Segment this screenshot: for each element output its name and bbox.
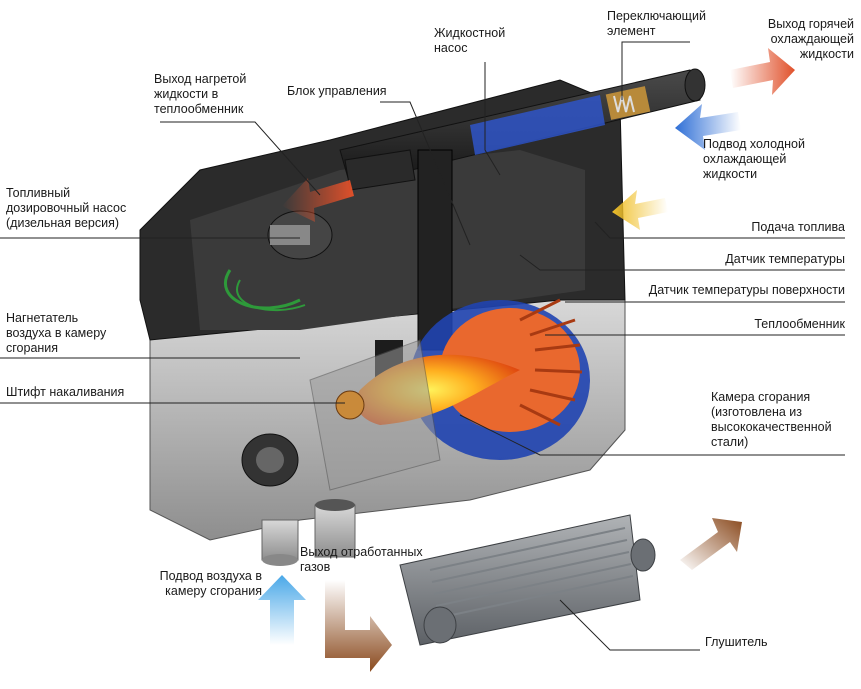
combustion-chamber-wall (309, 339, 441, 491)
leader-temp-sensor (519, 254, 845, 271)
label-heat-exchanger: Теплообменник (754, 317, 845, 331)
leader-fuel-supply (594, 221, 845, 239)
leader-switch-element (621, 41, 690, 100)
label-hot-coolant-out: Выход горячей охлаждающей жидкости (767, 17, 854, 61)
leader-combustion-chamber (459, 414, 845, 456)
leader-heated-liquid (160, 121, 321, 196)
leader-liquid-pump (484, 62, 501, 176)
label-air-in: Подвод воздуха в камеру сгорания (159, 569, 262, 598)
flow-arrows (258, 48, 795, 672)
label-muffler: Глушитель (705, 635, 768, 649)
hot-coolant-out-arrow (730, 48, 795, 95)
label-control-unit: Блок управления (287, 84, 387, 98)
heat-exchanger-fins (519, 298, 583, 427)
exhaust-outlet-pipe (314, 504, 356, 558)
cold-coolant-in-arrow (675, 104, 741, 150)
pipe-to-heat-exchanger (344, 149, 416, 191)
leader-control-unit (380, 101, 471, 246)
label-heated-liquid-out: Выход нагретой жидкости в теплообменник (154, 72, 247, 116)
muffler-outlet (630, 538, 656, 572)
muffler-inlet (423, 606, 457, 644)
label-liquid-pump: Жидкостной насос (434, 26, 506, 55)
label-temp-sensor: Датчик температуры (725, 252, 845, 266)
pipe-blue-section (470, 95, 605, 155)
label-combustion-air-blower: Нагнетатель воздуха в камеру сгорания (6, 311, 107, 355)
glow-pin-part (335, 390, 365, 420)
label-exhaust-out: Выход отработанных газов (300, 545, 423, 574)
label-fuel-dosing-pump: Топливный дозировочный насос (дизельная … (6, 186, 127, 230)
bottom-pipes (261, 499, 356, 566)
air-in-arrow (258, 575, 306, 645)
air-inlet-pipe (261, 519, 299, 561)
label-combustion-chamber: Камера сгорания (изготовлена из высокока… (711, 390, 832, 449)
heated-liquid-arrow (282, 178, 354, 222)
heat-exchanger-part (309, 298, 590, 491)
label-surface-temp-sensor: Датчик температуры поверхности (648, 283, 845, 297)
switch-element-part (605, 86, 651, 120)
muffler-part (399, 514, 656, 646)
label-glow-pin: Штифт накаливания (6, 385, 125, 399)
blower-part (241, 433, 299, 487)
housing-cutaway (190, 150, 585, 330)
pipe-outlet-end (684, 68, 706, 102)
leader-muffler (559, 599, 700, 651)
leader-lines (0, 41, 845, 651)
label-fuel-supply: Подача топлива (751, 220, 845, 234)
exhaust-down-arrow (325, 580, 392, 672)
label-cold-coolant-in: Подвод холодной охлаждающей жидкости (703, 137, 805, 181)
exhaust-out-arrow (680, 518, 742, 570)
fuel-dosing-pump-part (223, 210, 333, 312)
fuel-in-arrow (612, 190, 668, 230)
label-switch-element: Переключающий элемент (607, 9, 706, 38)
